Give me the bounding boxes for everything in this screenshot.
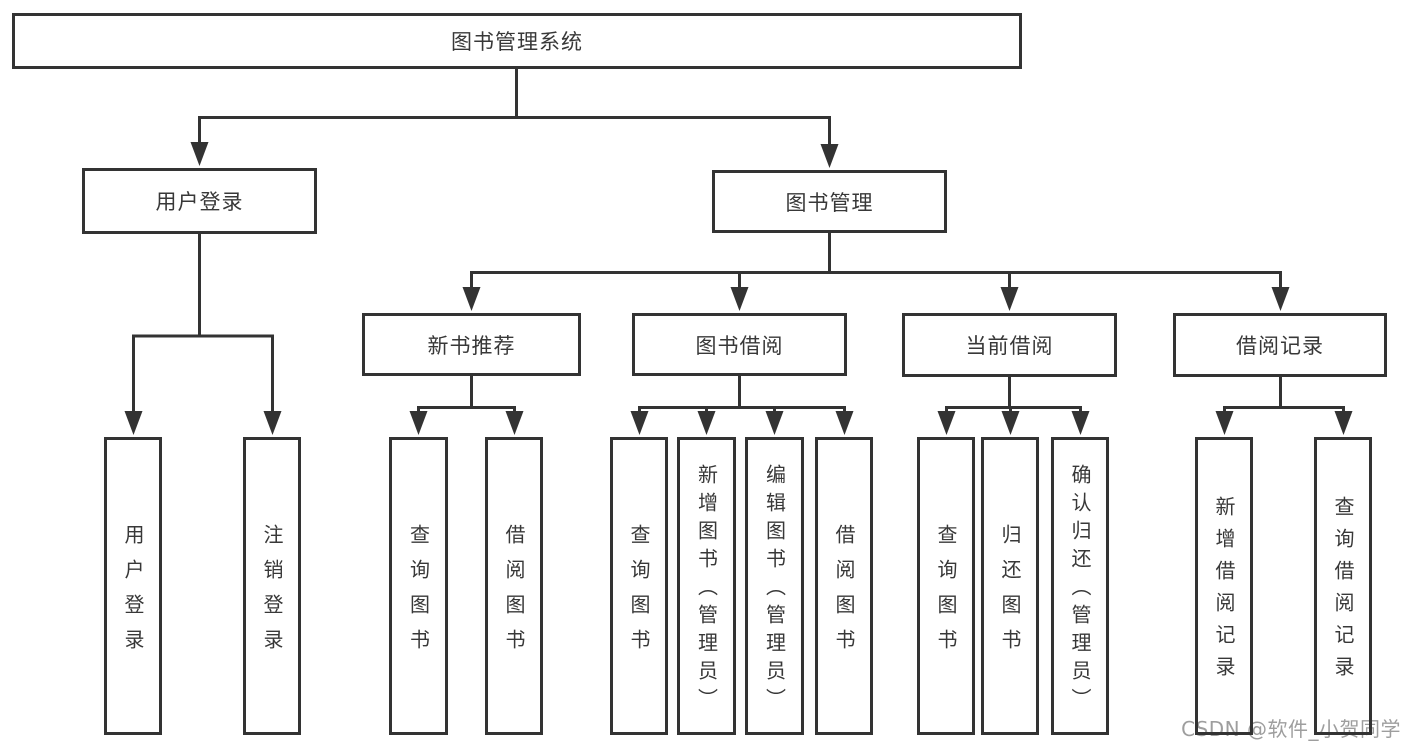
leaf-recommend-query-books-label: 查询图书 [406, 523, 431, 664]
arrow-icon [462, 287, 481, 311]
leaf-edit-books-admin: 编辑图书（管理员） [745, 437, 804, 735]
leaf-return-books-label: 归还图书 [998, 523, 1022, 664]
arrow-icon [697, 411, 716, 435]
node-current-borrowing-label: 当前借阅 [965, 334, 1054, 358]
leaf-current-query-books-label: 查询图书 [934, 523, 958, 664]
node-book-management-label: 图书管理 [785, 190, 874, 215]
arrow-icon [937, 411, 956, 435]
leaf-edit-books-admin-label: 编辑图书（管理员） [762, 464, 787, 716]
arrow-icon [505, 411, 524, 435]
arrow-icon [630, 411, 649, 435]
leaf-confirm-return-admin: 确认归还（管理员） [1051, 437, 1109, 735]
leaf-current-query-books: 查询图书 [917, 437, 975, 735]
leaf-borrowing-query-books: 查询图书 [610, 437, 668, 735]
leaf-recommend-query-books: 查询图书 [389, 437, 448, 735]
leaf-recommend-borrow-books: 借阅图书 [485, 437, 543, 735]
leaf-logout-label: 注销登录 [260, 523, 284, 664]
node-book-management: 图书管理 [712, 170, 947, 233]
leaf-add-borrow-record-label: 新增借阅记录 [1212, 496, 1236, 688]
node-book-borrowing-label: 图书借阅 [695, 333, 784, 358]
node-root-label: 图书管理系统 [451, 30, 583, 54]
leaf-return-books: 归还图书 [981, 437, 1039, 735]
leaf-confirm-return-admin-label: 确认归还（管理员） [1068, 464, 1092, 716]
connector-arrowheads [124, 142, 1353, 435]
node-borrowing-records-label: 借阅记录 [1236, 334, 1324, 358]
leaf-user-login-label: 用户登录 [121, 523, 145, 664]
arrow-icon [835, 411, 854, 435]
node-user-login: 用户登录 [82, 168, 317, 234]
arrow-icon [1000, 287, 1019, 311]
node-current-borrowing: 当前借阅 [902, 313, 1117, 377]
arrow-icon [1215, 411, 1234, 435]
connector-lines [132, 66, 1345, 413]
leaf-add-borrow-record: 新增借阅记录 [1195, 437, 1253, 735]
arrow-icon [1071, 411, 1090, 435]
node-new-book-recommend-label: 新书推荐 [427, 333, 516, 358]
arrow-icon [124, 411, 143, 435]
leaf-logout: 注销登录 [243, 437, 301, 735]
leaf-user-login: 用户登录 [104, 437, 162, 735]
arrow-icon [190, 142, 209, 166]
node-root: 图书管理系统 [12, 13, 1022, 69]
watermark: CSDN @软件_小贺同学 [1181, 717, 1401, 741]
leaf-borrowing-query-books-label: 查询图书 [627, 523, 651, 664]
arrow-icon [409, 411, 428, 435]
leaf-query-borrow-record-label: 查询借阅记录 [1331, 496, 1355, 688]
leaf-borrowing-borrow-books-label: 借阅图书 [832, 523, 856, 664]
leaf-borrowing-borrow-books: 借阅图书 [815, 437, 873, 735]
node-user-login-label: 用户登录 [155, 190, 244, 214]
arrow-icon [730, 287, 749, 311]
arrow-icon [263, 411, 282, 435]
node-borrowing-records: 借阅记录 [1173, 313, 1387, 377]
arrow-icon [1001, 411, 1020, 435]
leaf-recommend-borrow-books-label: 借阅图书 [502, 523, 526, 664]
leaf-query-borrow-record: 查询借阅记录 [1314, 437, 1372, 735]
arrow-icon [820, 144, 839, 168]
arrow-icon [1334, 411, 1353, 435]
node-new-book-recommend: 新书推荐 [362, 313, 581, 376]
arrow-icon [765, 411, 784, 435]
arrow-icon [1271, 287, 1290, 311]
leaf-add-books-admin: 新增图书（管理员） [677, 437, 736, 735]
node-book-borrowing: 图书借阅 [632, 313, 847, 376]
leaf-add-books-admin-label: 新增图书（管理员） [694, 464, 719, 716]
